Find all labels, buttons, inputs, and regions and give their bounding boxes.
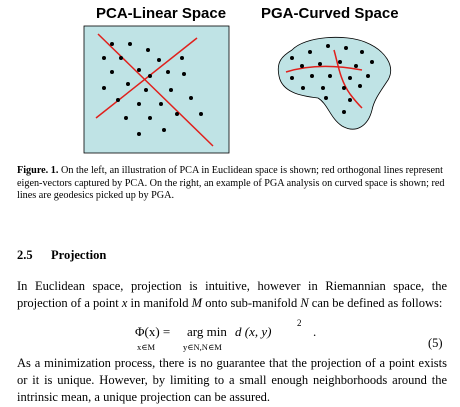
equation-number: (5) xyxy=(428,336,443,350)
data-point xyxy=(348,98,352,102)
pga-title: PGA-Curved Space xyxy=(261,5,399,22)
data-point xyxy=(308,50,312,54)
data-point xyxy=(110,42,114,46)
pca-eigenvector-1 xyxy=(97,33,214,147)
paragraph-1-text-b: in manifold xyxy=(127,296,192,310)
pca-title: PCA-Linear Space xyxy=(96,5,227,22)
equation-under-x: x∈M xyxy=(137,342,156,352)
data-point xyxy=(324,96,328,100)
figure-caption: Figure. 1. On the left, an illustration … xyxy=(17,165,447,203)
equation-5: Φ(x) = arg min d (x, y) 2 . x∈M y∈N,N∈M xyxy=(135,318,375,358)
pca-points xyxy=(102,42,203,136)
caption-label: Figure. 1. xyxy=(17,165,59,176)
paragraph-1: In Euclidean space, projection is intuit… xyxy=(17,278,447,312)
data-point xyxy=(148,116,152,120)
section-title: Projection xyxy=(51,248,107,262)
caption-text: On the left, an illustration of PCA in E… xyxy=(17,165,445,201)
equation-exponent: 2 xyxy=(297,318,302,328)
data-point xyxy=(318,62,322,66)
data-point xyxy=(137,132,141,136)
data-point xyxy=(189,96,193,100)
section-heading: 2.5 Projection xyxy=(17,248,106,263)
math-M: M xyxy=(191,296,203,310)
data-point xyxy=(137,68,141,72)
equation-lhs: Φ(x) = xyxy=(135,324,171,339)
paragraph-1-text-d: can be defined as follows: xyxy=(308,296,443,310)
data-point xyxy=(126,82,130,86)
data-point xyxy=(128,42,132,46)
equation-rhs: d (x, y) xyxy=(235,324,272,339)
paragraph-2: As a minimization process, there is no g… xyxy=(17,356,447,404)
data-point xyxy=(162,128,166,132)
data-point xyxy=(119,56,123,60)
paragraph-1-text-a: In Euclidean space, projection is intuit… xyxy=(17,279,447,310)
paragraph-1-text-c: onto sub-manifold xyxy=(202,296,301,310)
data-point xyxy=(199,112,203,116)
pca-eigenvector-2 xyxy=(95,37,198,119)
figure-graphic xyxy=(83,25,391,154)
data-point xyxy=(358,84,362,88)
data-point xyxy=(175,112,179,116)
pga-points xyxy=(290,44,374,114)
data-point xyxy=(290,56,294,60)
data-point xyxy=(301,86,305,90)
data-point xyxy=(360,50,364,54)
pga-panel xyxy=(277,37,391,130)
data-point xyxy=(321,86,325,90)
data-point xyxy=(300,64,304,68)
data-point xyxy=(116,98,120,102)
pga-geodesic-2 xyxy=(333,49,363,109)
data-point xyxy=(342,86,346,90)
data-point xyxy=(137,102,141,106)
data-point xyxy=(326,44,330,48)
data-point xyxy=(157,58,161,62)
data-point xyxy=(102,86,106,90)
data-point xyxy=(110,70,114,74)
data-point xyxy=(342,110,346,114)
equation-argmin: arg min xyxy=(187,324,227,339)
data-point xyxy=(166,70,170,74)
data-point xyxy=(180,56,184,60)
data-point xyxy=(182,72,186,76)
data-point xyxy=(344,46,348,50)
equation-under-y: y∈N,N∈M xyxy=(183,342,222,352)
data-point xyxy=(148,74,152,78)
data-point xyxy=(366,74,370,78)
math-x: x xyxy=(121,296,128,310)
data-point xyxy=(169,88,173,92)
data-point xyxy=(124,116,128,120)
section-number: 2.5 xyxy=(17,248,33,262)
pga-geodesic-1 xyxy=(285,65,363,73)
data-point xyxy=(310,74,314,78)
data-point xyxy=(328,74,332,78)
data-point xyxy=(102,56,106,60)
data-point xyxy=(354,64,358,68)
data-point xyxy=(370,60,374,64)
data-point xyxy=(348,76,352,80)
data-point xyxy=(290,76,294,80)
data-point xyxy=(144,88,148,92)
equation-dot: . xyxy=(313,324,317,339)
pga-manifold xyxy=(277,37,391,130)
data-point xyxy=(338,60,342,64)
data-point xyxy=(159,102,163,106)
data-point xyxy=(146,48,150,52)
math-N: N xyxy=(300,296,309,310)
pca-panel xyxy=(83,25,230,154)
pca-panel-background xyxy=(83,25,230,154)
